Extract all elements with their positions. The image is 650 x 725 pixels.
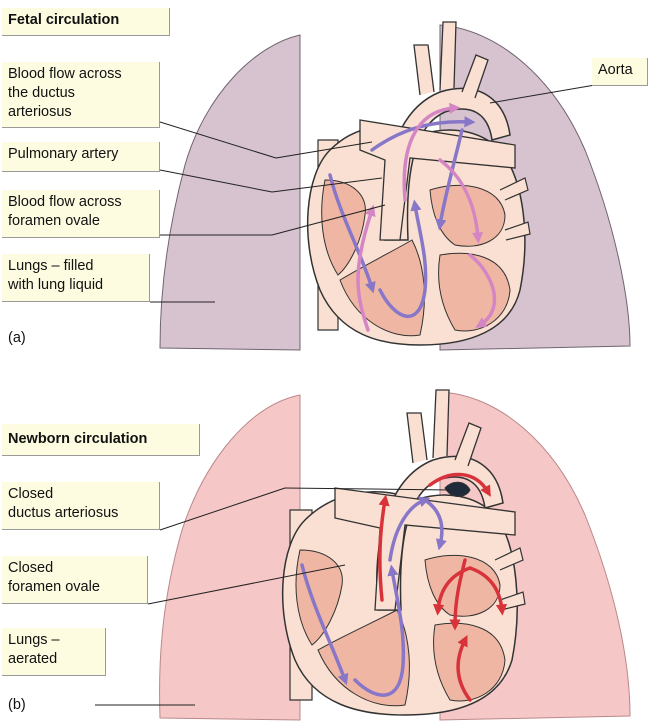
label-closed-ductus: Closed ductus arteriosus	[2, 482, 160, 530]
label-foramen-flow: Blood flow across foramen ovale	[2, 190, 160, 238]
left-lung-fetal	[160, 35, 300, 350]
fetal-circulation-title: Fetal circulation	[2, 8, 170, 36]
label-lungs-aerated: Lungs – aerated	[2, 628, 106, 676]
label-lungs-liquid: Lungs – filled with lung liquid	[2, 254, 150, 302]
newborn-circulation-title: Newborn circulation	[2, 424, 200, 456]
label-ductus-flow: Blood flow across the ductus arteriosus	[2, 62, 160, 128]
panel-a-letter: (a)	[8, 330, 26, 346]
label-pulmonary-artery: Pulmonary artery	[2, 142, 160, 172]
label-aorta: Aorta	[592, 58, 648, 86]
label-closed-foramen: Closed foramen ovale	[2, 556, 148, 604]
panel-a-fetal	[150, 22, 630, 350]
panel-b-letter: (b)	[8, 697, 26, 713]
